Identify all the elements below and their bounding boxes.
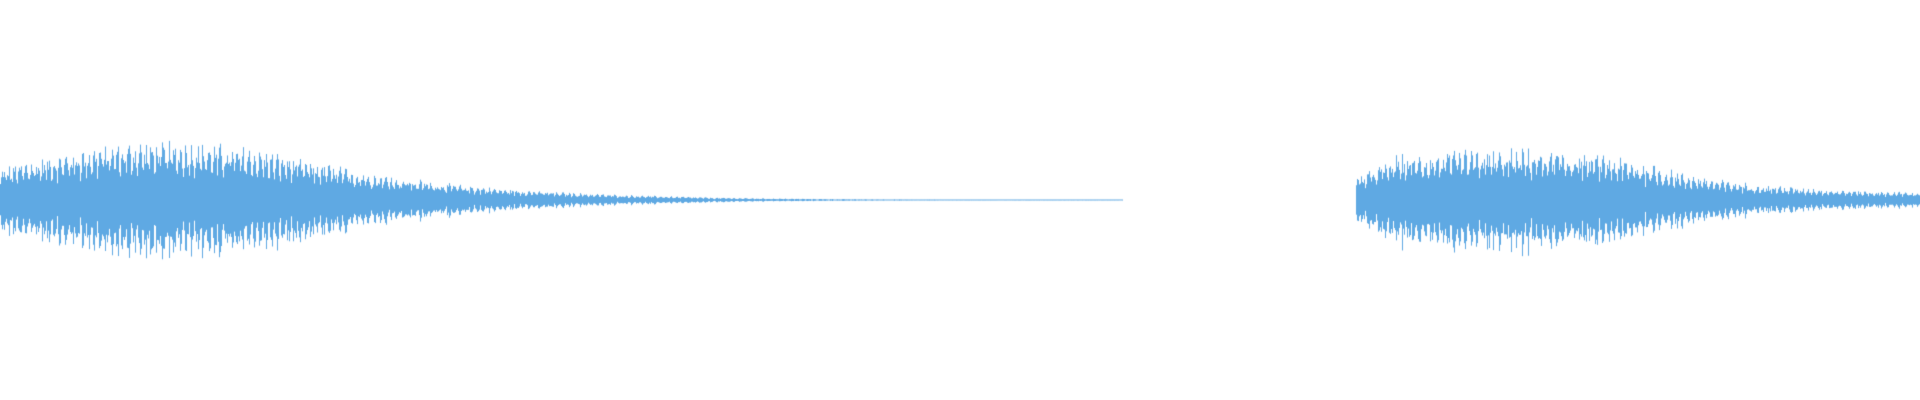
waveform-canvas[interactable] [0,0,1920,400]
waveform-view[interactable] [0,0,1920,400]
